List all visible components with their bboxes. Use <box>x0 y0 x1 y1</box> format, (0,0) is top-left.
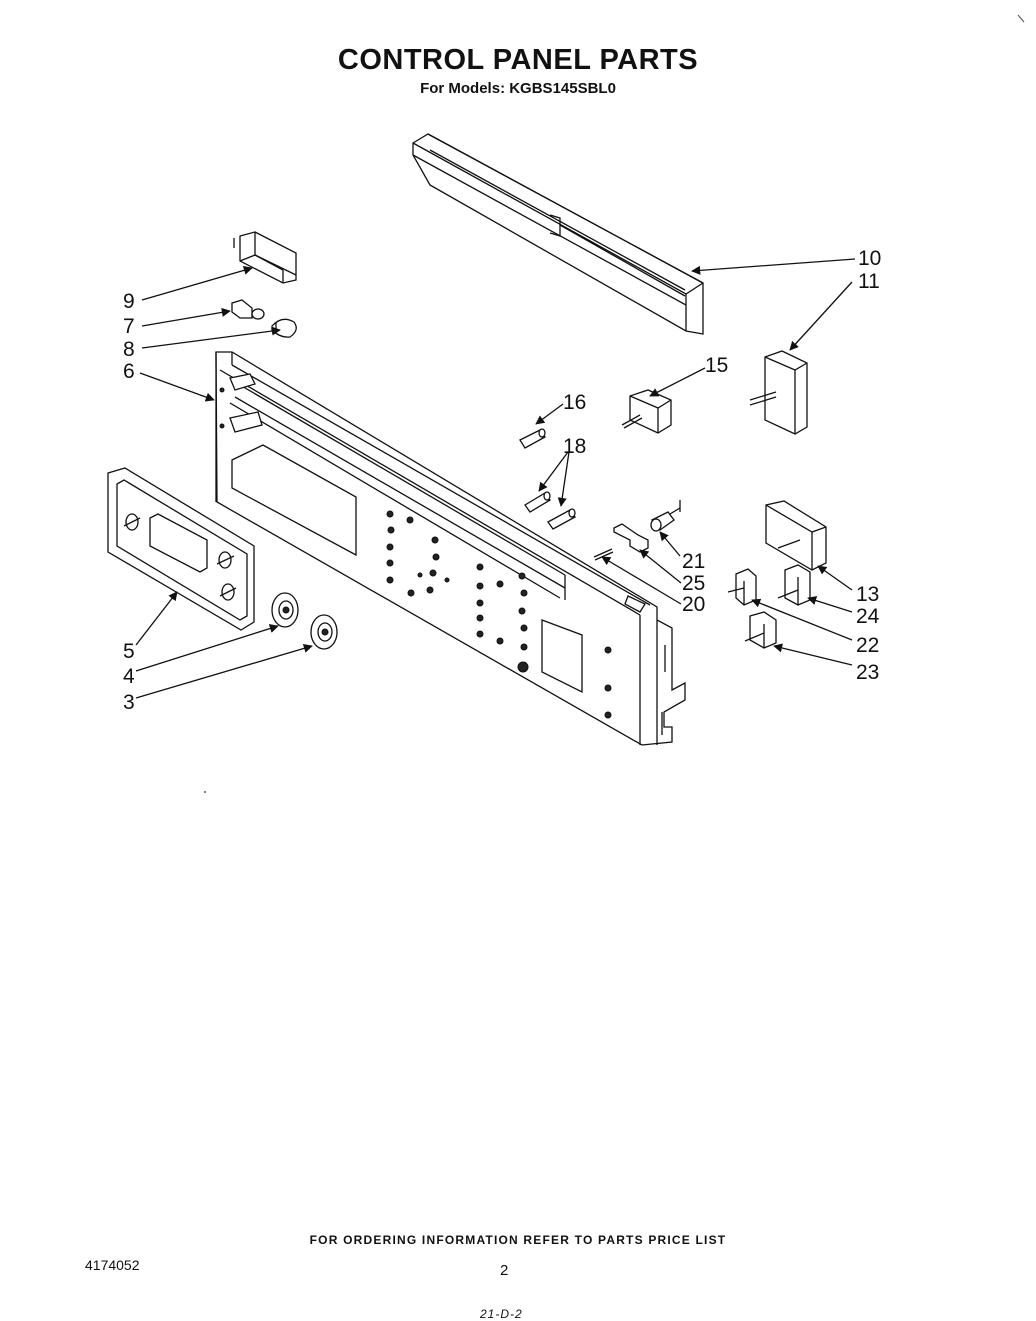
part-4-knob <box>271 592 299 628</box>
callout-6: 6 <box>123 360 135 383</box>
part-3-knob <box>310 614 338 650</box>
part-7-lamp-socket <box>231 299 265 320</box>
page-title: CONTROL PANEL PARTS <box>337 44 699 76</box>
part-10-top-trim <box>412 133 704 335</box>
part-20-screw <box>593 548 614 561</box>
part-22-switch <box>727 568 757 606</box>
model-subtitle: For Models: KGBS145SBL0 <box>420 80 616 97</box>
callout-8: 8 <box>123 338 135 361</box>
panel-holes <box>219 387 612 719</box>
callout-20: 20 <box>682 593 705 616</box>
callout-18: 18 <box>563 435 586 458</box>
callout-4: 4 <box>123 665 135 688</box>
part-15-switch <box>621 389 672 434</box>
callout-15: 15 <box>705 354 728 377</box>
scan-mark <box>1017 14 1025 23</box>
callout-7: 7 <box>123 315 135 338</box>
callout-10: 10 <box>858 247 881 270</box>
part-23-switch <box>744 611 777 649</box>
callout-25: 25 <box>682 572 705 595</box>
part-18-spacers <box>524 491 576 530</box>
part-9-lamp-housing <box>233 231 297 284</box>
callout-22: 22 <box>856 634 879 657</box>
callout-9: 9 <box>123 290 135 313</box>
document-number: 4174052 <box>85 1257 140 1273</box>
callout-11: 11 <box>858 270 880 293</box>
leader-lines <box>135 258 856 699</box>
part-5-faceplate <box>107 467 255 631</box>
part-8-bulb <box>271 318 297 338</box>
part-11-switch <box>749 350 808 435</box>
callout-13: 13 <box>856 583 879 606</box>
part-25-bracket <box>613 523 649 553</box>
callout-16: 16 <box>563 391 586 414</box>
callout-21: 21 <box>682 550 705 573</box>
part-6-control-panel <box>215 351 686 746</box>
part-16-spacer <box>519 428 546 449</box>
ordering-note: FOR ORDERING INFORMATION REFER TO PARTS … <box>309 1233 727 1247</box>
page-number: 2 <box>500 1262 509 1279</box>
part-21-lamp-holder <box>650 500 681 532</box>
callout-24: 24 <box>856 605 880 628</box>
callout-labels: 10 11 9 7 8 6 15 16 18 21 25 20 13 24 22… <box>123 247 881 714</box>
handwritten-mark: 21-D-2 <box>480 1307 523 1321</box>
callout-5: 5 <box>123 640 135 663</box>
scan-speck <box>204 791 206 793</box>
callout-23: 23 <box>856 661 879 684</box>
part-13-switch <box>765 500 827 571</box>
callout-3: 3 <box>123 691 135 714</box>
part-24-switch <box>777 564 811 606</box>
